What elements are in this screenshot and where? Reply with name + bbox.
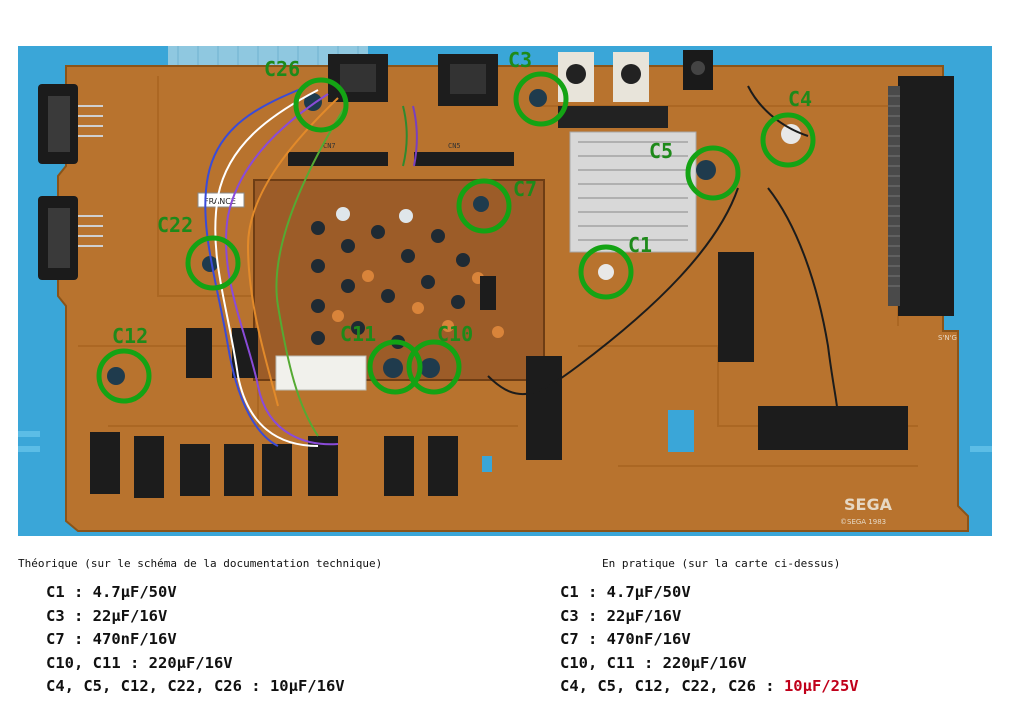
circle-c26 (293, 77, 349, 133)
capacitors (107, 89, 716, 385)
label-c11: C11 (340, 322, 376, 346)
theoretical-heading: Théorique (sur le schéma de la documenta… (18, 557, 383, 570)
label-c1: C1 (628, 233, 652, 257)
sng-marking: S'N'G (938, 334, 957, 342)
sega-logo: SEGA (844, 495, 893, 514)
practical-values-list: C1 : 4.7µF/50V C3 : 22µF/16V C7 : 470nF/… (560, 581, 859, 699)
practical-line-c3: C3 : 22µF/16V (560, 606, 682, 625)
integrated-circuits (90, 252, 908, 498)
heatsink (569, 131, 697, 253)
pcb-photo: CN7 CN5 FRANCE (18, 46, 992, 536)
label-cn7: CN7 (323, 142, 336, 150)
circle-c10 (406, 339, 462, 395)
circle-c5 (685, 145, 741, 201)
theoretical-line-c10-c11: C10, C11 : 220µF/16V (46, 653, 233, 672)
label-c26: C26 (264, 57, 300, 81)
label-cn5: CN5 (448, 142, 461, 150)
practical-line-10uf-group: C4, C5, C12, C22, C26 : 10µF/25V (560, 675, 859, 699)
label-c10: C10 (437, 322, 473, 346)
label-c4: C4 (788, 87, 812, 111)
top-connectors (328, 50, 713, 128)
france-text: FRANCE (204, 197, 236, 206)
label-c3: C3 (508, 48, 532, 72)
label-c5: C5 (649, 139, 673, 163)
controller-ports (38, 84, 103, 280)
label-c7: C7 (513, 177, 537, 201)
circle-c11 (367, 339, 423, 395)
daughter-board (253, 179, 545, 381)
theoretical-line-10uf-group: C4, C5, C12, C22, C26 : 10µF/16V (46, 677, 345, 695)
theoretical-line-c1: C1 : 4.7µF/50V (46, 583, 177, 601)
connector-cn7 (288, 152, 388, 166)
highlight-circles (96, 71, 816, 404)
circle-c3 (513, 71, 569, 127)
sega-copyright: ©SEGA 1983 (840, 518, 886, 526)
practical-group-value-highlight: 10µF/25V (783, 677, 859, 695)
label-c12: C12 (112, 324, 148, 348)
connector-cn5 (414, 152, 514, 166)
label-c22: C22 (157, 213, 193, 237)
theoretical-line-c3: C3 : 22µF/16V (46, 606, 168, 625)
practical-line-c10-c11: C10, C11 : 220µF/16V (560, 653, 747, 672)
circle-c22 (185, 235, 241, 291)
circle-c7 (456, 178, 512, 234)
theoretical-values-list: C1 : 4.7µF/50V C3 : 22µF/16V C7 : 470nF/… (46, 581, 345, 699)
transistors (311, 221, 470, 349)
circle-c12 (96, 348, 152, 404)
circle-c4 (760, 112, 816, 168)
theoretical-line-c7: C7 : 470nF/16V (46, 630, 177, 648)
white-connector (275, 355, 367, 391)
practical-line-c1: C1 : 4.7µF/50V (560, 583, 691, 601)
cartridge-connector (888, 76, 954, 316)
circle-c1 (578, 244, 634, 300)
pcb-illustration: CN7 CN5 FRANCE (18, 46, 992, 536)
practical-line-c7: C7 : 470nF/16V (560, 630, 691, 648)
board-cutout (668, 410, 694, 452)
practical-heading: En pratique (sur la carte ci-dessus) (602, 557, 841, 570)
practical-group-prefix: C4, C5, C12, C22, C26 : (560, 677, 784, 695)
